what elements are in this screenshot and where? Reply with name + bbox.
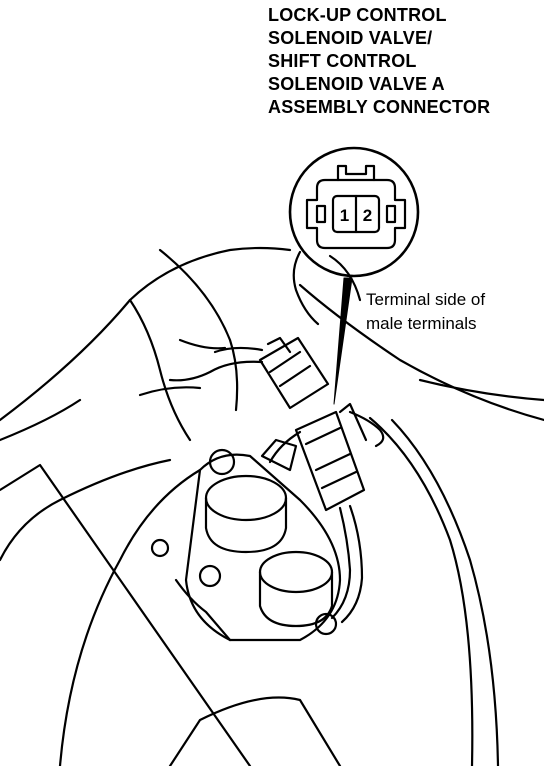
solenoid-cylinder-body: [258, 570, 334, 628]
pin-1-label: 1: [340, 206, 349, 225]
housing-outline: [138, 386, 202, 397]
connector-label-line: LOCK-UP CONTROL: [268, 5, 447, 25]
housing-outline: [328, 254, 362, 302]
hose-outline: [292, 250, 320, 326]
connector-label-line: SHIFT CONTROL: [268, 51, 417, 71]
foreground-panel-edge: [168, 696, 342, 766]
solenoid-connector-body: [294, 410, 366, 512]
mounting-boss: [198, 564, 222, 588]
solenoid-cylinder-body: [204, 496, 288, 554]
harness-wire: [213, 346, 264, 354]
housing-outline: [418, 378, 544, 402]
solenoid-wire: [268, 430, 302, 464]
solenoid-wire: [340, 504, 364, 624]
housing-outline: [368, 416, 474, 766]
hose-outline: [348, 410, 385, 448]
solenoid-connector: [268, 402, 368, 624]
harness-connector-detail: [266, 336, 312, 388]
terminal-side-note: Terminal side of male terminals: [366, 288, 541, 336]
housing-outline: [0, 246, 292, 422]
terminal-note-line: male terminals: [366, 314, 477, 333]
harness-connector: [168, 336, 330, 410]
housing-outline: [128, 298, 192, 442]
housing-outline: [0, 398, 82, 442]
mounting-boss: [150, 538, 170, 558]
solenoid-connector-detail: [304, 402, 368, 490]
housing-outline: [298, 283, 544, 422]
inset-circle: [288, 146, 420, 278]
terminal-note-line: Terminal side of: [366, 290, 486, 309]
solenoid-cylinder-top: [258, 550, 334, 594]
housing-outline: [158, 248, 239, 412]
solenoid-cylinder-top: [204, 474, 288, 522]
foreground-panel-edge: [0, 463, 252, 766]
housing-outline: [58, 468, 202, 766]
callout-leader: [333, 277, 353, 405]
connector-inset: 1 2: [288, 146, 420, 278]
background-housing: [0, 246, 544, 766]
mounting-boss: [208, 448, 236, 476]
solenoid-bracket: [260, 438, 298, 472]
connector-lock-tab: [336, 164, 376, 182]
mounting-boss: [314, 612, 338, 636]
pin-2-label: 2: [363, 206, 372, 225]
solenoid-valve-assembly: [150, 438, 342, 642]
solenoid-bracket: [174, 578, 232, 642]
connector-label-line: SOLENOID VALVE A: [268, 74, 445, 94]
connector-face: [305, 178, 407, 250]
connector-label-line: SOLENOID VALVE/: [268, 28, 433, 48]
housing-outline: [178, 338, 227, 350]
solenoid-base-plate: [184, 453, 342, 642]
harness-wire: [168, 360, 264, 382]
solenoid-wire: [330, 506, 352, 620]
connector-label-line: ASSEMBLY CONNECTOR: [268, 97, 491, 117]
housing-outline: [390, 418, 500, 766]
connector-callout-label: LOCK-UP CONTROL SOLENOID VALVE/ SHIFT CO…: [268, 4, 538, 119]
connector-side-lug: [315, 204, 327, 224]
housing-outline: [0, 458, 172, 562]
connector-side-lug: [385, 204, 397, 224]
